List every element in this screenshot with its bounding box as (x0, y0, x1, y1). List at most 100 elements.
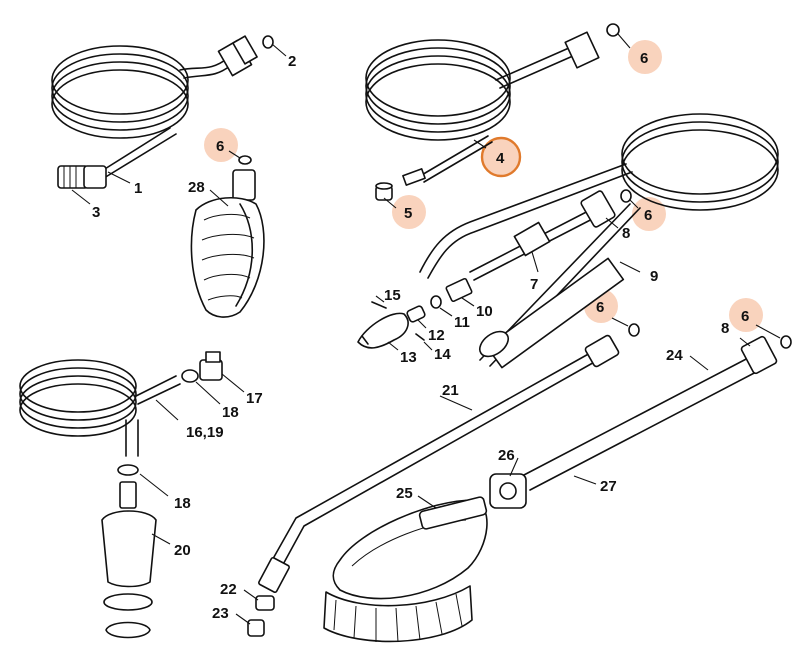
label-8: 8 (721, 320, 729, 337)
lance-nut-top (564, 31, 600, 69)
hose-coil-1 (51, 45, 231, 179)
brush-28 (190, 169, 265, 318)
nut-22 (255, 595, 275, 611)
leader-line (611, 317, 629, 327)
o-ring-6 (238, 155, 252, 165)
leader-line (473, 139, 487, 149)
label-14: 14 (434, 346, 451, 363)
clamp-18 (181, 369, 199, 383)
label-15: 15 (384, 287, 401, 304)
label-7: 7 (530, 276, 538, 293)
leader-line (461, 297, 475, 307)
label-1: 1 (134, 180, 142, 197)
label-6: 6 (216, 138, 224, 155)
label-28: 28 (188, 179, 205, 196)
label-17: 17 (246, 390, 263, 407)
o-ring-6 (628, 323, 640, 337)
label-9: 9 (650, 268, 658, 285)
filter-20 (101, 481, 157, 639)
label-3: 3 (92, 204, 100, 221)
label-6: 6 (596, 299, 604, 316)
pin-14 (415, 333, 425, 341)
leader-line (375, 295, 385, 303)
hose-fitting-bottom-3 (57, 165, 107, 189)
leader-line (383, 197, 397, 209)
handle-tube (478, 257, 625, 369)
leader-line (439, 395, 473, 411)
leader-line (107, 171, 131, 184)
label-6: 6 (644, 207, 652, 224)
highlight-ring-4 (480, 136, 522, 178)
hose-coil-4 (365, 39, 583, 183)
label-12: 12 (428, 327, 445, 344)
leader-line (509, 457, 519, 477)
lance-7 (469, 190, 616, 281)
label-2: 2 (288, 53, 296, 70)
leader-line (228, 150, 241, 159)
highlight-marker-6 (729, 298, 763, 332)
label-27: 27 (600, 478, 617, 495)
leader-line (439, 307, 453, 317)
rotating-brush-25 (323, 496, 488, 643)
leader-line (619, 261, 641, 273)
label-26: 26 (498, 447, 515, 464)
leader-line (387, 341, 399, 351)
label-6: 6 (741, 308, 749, 325)
cap-nut-5 (375, 182, 393, 201)
suction-hose-16-19 (19, 359, 181, 457)
leader-line (151, 533, 171, 545)
label-13: 13 (400, 349, 417, 366)
lance-tip-thread (402, 168, 426, 186)
highlight-marker-4 (482, 138, 520, 176)
leader-line (531, 251, 539, 273)
leader-line (195, 381, 221, 405)
label-21: 21 (442, 382, 459, 399)
o-ring-2 (262, 35, 274, 49)
screw-15 (371, 301, 387, 309)
highlight-marker-6 (632, 197, 666, 231)
leader-line (209, 189, 229, 207)
highlight-marker-6 (204, 128, 238, 162)
label-5: 5 (404, 205, 412, 222)
hose-fitting-top (217, 35, 258, 77)
connector-17 (199, 351, 223, 381)
label-4: 4 (496, 150, 505, 167)
leader-line (739, 337, 751, 347)
clamp-18 (117, 464, 139, 476)
leader-line (605, 217, 619, 229)
leader-line (617, 33, 631, 49)
nozzle-23 (247, 619, 265, 637)
leader-line (689, 355, 709, 371)
leader-line (417, 495, 437, 509)
leader-line (417, 319, 427, 329)
label-25: 25 (396, 485, 413, 502)
lance-21 (258, 334, 620, 594)
leader-line (573, 475, 597, 485)
label-16-19: 16,19 (186, 424, 224, 441)
label-24: 24 (666, 347, 683, 364)
leader-line (71, 189, 91, 205)
leader-line (629, 199, 639, 209)
leader-line (271, 43, 287, 57)
label-22: 22 (220, 581, 237, 598)
label-18: 18 (222, 404, 239, 421)
label-8: 8 (622, 225, 630, 242)
leader-line (423, 341, 433, 351)
label-6: 6 (640, 50, 648, 67)
label-18: 18 (174, 495, 191, 512)
leader-line (243, 589, 259, 601)
leader-line (155, 399, 179, 421)
o-ring-6 (780, 335, 792, 349)
nozzle-fitting-10 (445, 277, 473, 303)
o-ring-6 (606, 23, 620, 37)
extension-tube-24 (521, 335, 778, 491)
nozzle-13 (357, 312, 409, 349)
label-11: 11 (454, 314, 470, 331)
swivel-joint-26 (489, 473, 527, 509)
leader-line (755, 324, 781, 339)
label-20: 20 (174, 542, 191, 559)
o-ring-11 (430, 295, 442, 309)
highlight-marker-5 (392, 195, 426, 229)
o-ring-6 (620, 189, 632, 203)
